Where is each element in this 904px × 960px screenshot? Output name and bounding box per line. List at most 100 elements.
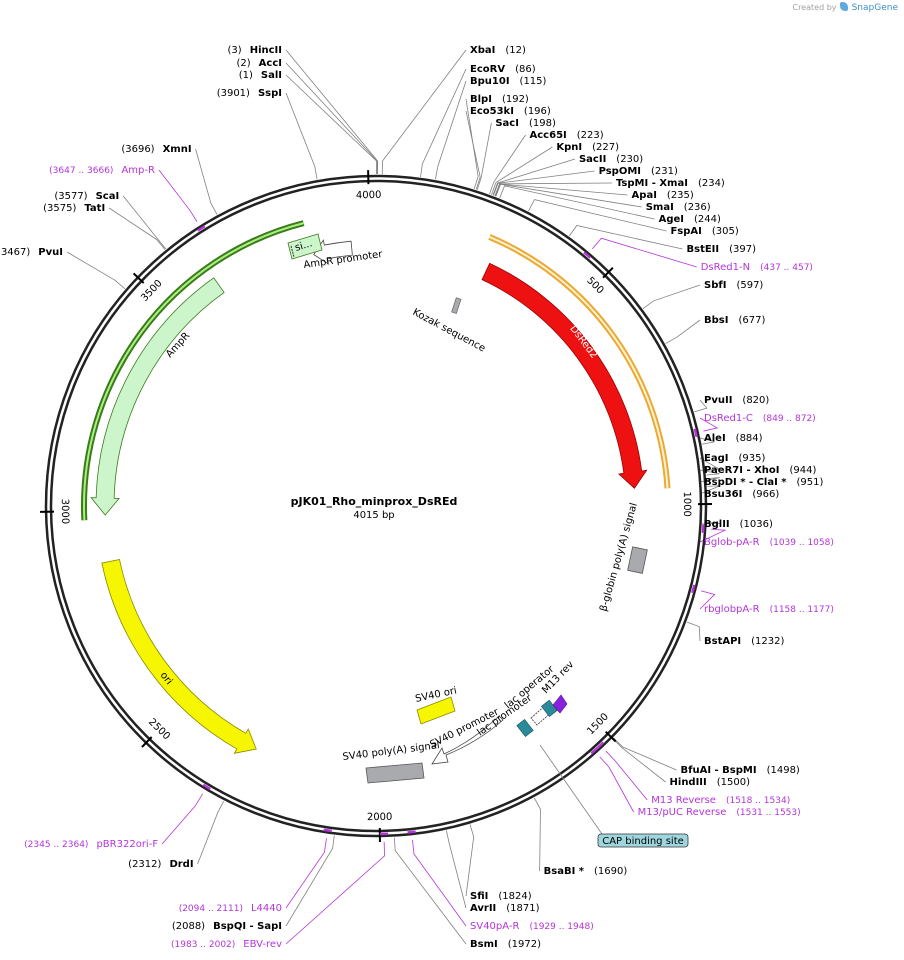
primer-site-mark[interactable]	[323, 828, 332, 833]
enzyme-label[interactable]: PvuI(3467)	[0, 247, 63, 258]
enzyme-position: (12)	[505, 45, 526, 56]
enzyme-label[interactable]: SacI(198)	[495, 118, 556, 129]
cap-binding-site-box[interactable]	[597, 833, 689, 848]
enzyme-label[interactable]: AleI(884)	[704, 433, 763, 444]
enzyme-label[interactable]: PvuII(820)	[704, 395, 769, 406]
m13-rev-arrow[interactable]	[552, 694, 568, 714]
signal-peptide-feature[interactable]: si...	[287, 233, 323, 260]
enzyme-label[interactable]: XbaI (12)	[470, 45, 526, 56]
enzyme-label[interactable]: BsmI(1972)	[470, 939, 541, 950]
enzyme-name: Bsu36I	[704, 489, 742, 500]
enzyme-label[interactable]: ApaI(235)	[632, 190, 694, 201]
enzyme-leader	[642, 284, 701, 309]
enzyme-label[interactable]: Acc65I(223)	[530, 130, 604, 141]
enzyme-leader	[445, 830, 467, 909]
enzyme-label[interactable]: Bpu10I(115)	[470, 76, 547, 87]
enzyme-label[interactable]: SspI(3901)	[217, 88, 282, 99]
enzyme-label[interactable]: DrdI(2312)	[128, 859, 193, 870]
enzyme-label[interactable]: PspOMI(231)	[599, 166, 678, 177]
enzyme-label[interactable]: KpnI(227)	[556, 142, 619, 153]
enzyme-label[interactable]: FspAI(305)	[670, 226, 738, 237]
enzyme-position: (231)	[651, 166, 678, 177]
enzyme-label[interactable]: BspQI - SapI(2088)	[172, 921, 282, 932]
primer-label[interactable]: SV40pA-R(1929 .. 1948)	[470, 921, 594, 932]
enzyme-label[interactable]: SbfI(597)	[704, 280, 763, 291]
primer-site-mark[interactable]	[693, 428, 698, 438]
enzyme-label[interactable]: BlpI(192)	[470, 94, 529, 105]
enzyme-label[interactable]: BstAPI(1232)	[704, 636, 785, 647]
enzyme-name: BfuAI - BspMI	[681, 765, 757, 776]
enzyme-label[interactable]: BstEII(397)	[687, 244, 757, 255]
enzyme-label[interactable]: Bsu36I(966)	[704, 489, 779, 500]
ampr-feature-arrow[interactable]	[90, 277, 225, 516]
enzyme-leader	[686, 621, 701, 642]
lac-operator-box[interactable]	[516, 718, 534, 738]
sv40-ori-box[interactable]	[416, 696, 456, 725]
primer-site-mark[interactable]	[583, 251, 592, 259]
primer-site-mark[interactable]	[701, 524, 705, 533]
enzyme-label[interactable]: HindIII(1500)	[670, 777, 751, 788]
primer-label[interactable]: pBR322ori-F(2345 .. 2364)	[24, 839, 158, 850]
enzyme-leader	[533, 797, 541, 872]
primer-label[interactable]: Amp-R(3647 .. 3666)	[49, 165, 155, 176]
kozak-sequence-marker[interactable]	[451, 297, 462, 314]
sv40-polya-box[interactable]	[365, 762, 425, 784]
enzyme-name: SspI	[258, 88, 282, 99]
enzyme-label[interactable]: AgeI(244)	[659, 214, 721, 225]
primer-site-mark[interactable]	[691, 584, 696, 594]
enzyme-position: (1500)	[717, 777, 750, 788]
snapgene-credit: Created by SnapGene	[792, 2, 898, 13]
ampr-promoter-arrow[interactable]	[313, 239, 353, 265]
dsred-band[interactable]	[488, 234, 671, 489]
enzyme-label[interactable]: HincII(3)	[228, 45, 282, 56]
primer-label[interactable]: DsRed1-C(849 .. 872)	[704, 413, 816, 424]
primer-site-mark[interactable]	[407, 830, 416, 834]
enzyme-label[interactable]: SfiI(1824)	[470, 891, 532, 902]
enzyme-label[interactable]: BspDI * - ClaI *(951)	[704, 477, 824, 488]
dsred2-feature-arrow[interactable]	[481, 262, 648, 489]
enzyme-name: Acc65I	[530, 130, 567, 141]
primer-leader	[592, 237, 697, 268]
enzyme-name: BlpI	[470, 94, 492, 105]
enzyme-name: XmnI	[163, 144, 192, 155]
enzyme-label[interactable]: BbsI(677)	[704, 315, 765, 326]
primer-label[interactable]: DsRed1-N(437 .. 457)	[701, 262, 813, 273]
enzyme-label[interactable]: TspMI - XmaI(234)	[616, 178, 725, 189]
primer-site-mark[interactable]	[202, 783, 211, 791]
primer-site-mark[interactable]	[590, 747, 599, 755]
enzyme-name: XbaI	[470, 45, 495, 56]
enzyme-label[interactable]: SmaI(236)	[646, 202, 711, 213]
primer-label[interactable]: M13/pUC Reverse(1531 .. 1553)	[638, 807, 801, 818]
enzyme-label[interactable]: TatI(3575)	[43, 203, 105, 214]
primer-label[interactable]: EBV-rev(1983 .. 2002)	[171, 939, 282, 950]
enzyme-label[interactable]: BsaBI *(1690)	[544, 866, 628, 877]
primer-label[interactable]: rbglobpA-R(1158 .. 1177)	[704, 604, 834, 615]
enzyme-label[interactable]: EcoRV(86)	[470, 64, 536, 75]
enzyme-label[interactable]: BfuAI - BspMI(1498)	[681, 765, 800, 776]
beta-globin-polya-box[interactable]	[627, 546, 648, 574]
enzyme-leader	[285, 62, 378, 175]
primer-leader	[699, 590, 716, 610]
enzyme-leader	[699, 469, 720, 476]
primer-label[interactable]: Bglob-pA-R(1039 .. 1058)	[704, 537, 834, 548]
enzyme-leader	[66, 251, 126, 290]
enzyme-label[interactable]: SacII(230)	[579, 154, 643, 165]
enzyme-label[interactable]: AvrII(1871)	[470, 903, 540, 914]
enzyme-name: HincII	[250, 45, 282, 56]
primer-label[interactable]: L4440(2094 .. 2111)	[179, 903, 282, 914]
enzyme-label[interactable]: PaeR7I - XhoI(944)	[704, 465, 817, 476]
primer-site-mark[interactable]	[596, 741, 605, 749]
enzyme-label[interactable]: EagI(935)	[704, 453, 765, 464]
enzyme-label[interactable]: BglII(1036)	[704, 519, 773, 530]
enzyme-label[interactable]: SalI(1)	[239, 70, 282, 81]
enzyme-label[interactable]: XmnI(3696)	[121, 144, 191, 155]
primer-label[interactable]: M13 Reverse(1518 .. 1534)	[651, 795, 790, 806]
ori-feature-arrow[interactable]	[101, 558, 257, 754]
enzyme-label[interactable]: ScaI(3577)	[54, 191, 119, 202]
primer-site-mark[interactable]	[197, 225, 206, 232]
enzyme-leader	[285, 49, 379, 175]
enzyme-label[interactable]: AccI(2)	[237, 58, 283, 69]
sv40-promoter-arrow[interactable]	[431, 715, 504, 765]
enzyme-label[interactable]: Eco53kI(196)	[470, 106, 551, 117]
